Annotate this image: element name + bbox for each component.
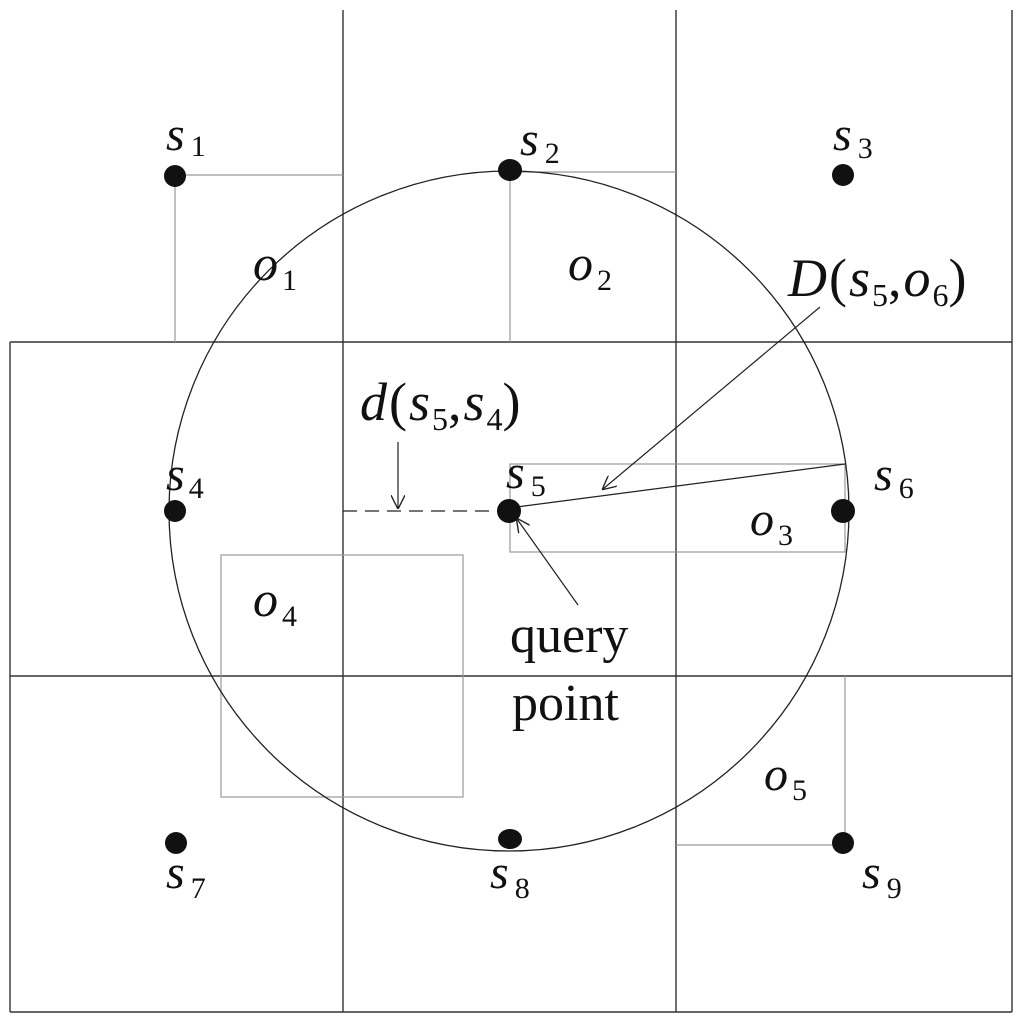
- query-point-arrow: [517, 519, 579, 606]
- site-point-4: [164, 500, 186, 522]
- site-points: [164, 159, 855, 854]
- o5-region: [676, 676, 846, 846]
- site-point-2: [498, 159, 522, 181]
- site-point-5: [497, 499, 521, 523]
- query-label-line1: query: [510, 607, 628, 664]
- site-point-6: [831, 499, 855, 523]
- site-point-9: [832, 832, 854, 854]
- query-label-line2: point: [512, 675, 619, 732]
- min-distance-label: d(s5,s4): [360, 372, 521, 437]
- site-point-3: [832, 164, 854, 186]
- o4-region: [220, 554, 464, 798]
- site-point-1: [164, 165, 186, 187]
- max-distance-label: D(s5,o6): [787, 248, 966, 313]
- o3-region: [509, 463, 846, 553]
- max-distance-line: [508, 463, 846, 509]
- o2-region: [509, 171, 676, 342]
- max-distance-arrow: [603, 306, 821, 489]
- site-point-8: [498, 829, 522, 849]
- site-point-7: [165, 832, 187, 854]
- grid: [9, 10, 1013, 1013]
